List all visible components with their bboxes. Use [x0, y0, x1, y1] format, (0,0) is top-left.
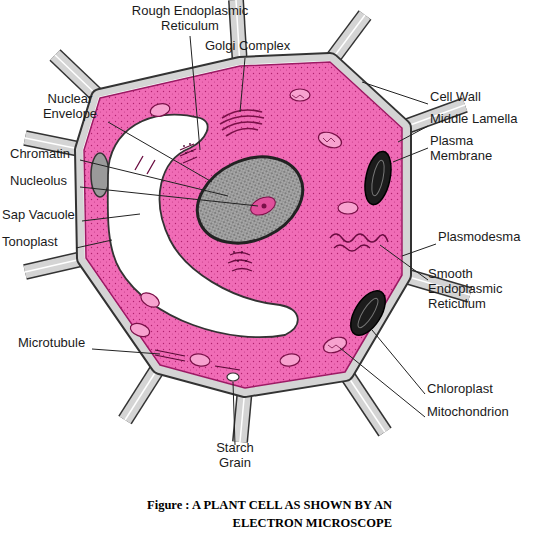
- part-label: Microtubule: [18, 335, 98, 350]
- part-label: Chromatin: [10, 146, 90, 161]
- part-label: Nucleolus: [10, 173, 90, 188]
- part-label: Plasmodesma: [438, 229, 538, 244]
- part-label: Cell Wall: [430, 89, 530, 104]
- part-label: Tonoplast: [2, 234, 92, 249]
- part-label: Mitochondrion: [427, 404, 537, 419]
- part-label: Chloroplast: [427, 381, 527, 396]
- part-label: Middle Lamella: [430, 111, 540, 126]
- part-label: Golgi Complex: [205, 38, 305, 53]
- part-label: Plasma Membrane: [430, 133, 510, 163]
- part-label: Smooth Endoplasmic Reticulum: [428, 266, 518, 311]
- part-label: Rough Endoplasmic Reticulum: [130, 3, 250, 33]
- figure-caption: Figure : A PLANT CELL AS SHOWN BY AN ELE…: [100, 496, 392, 532]
- part-label: Starch Grain: [200, 440, 270, 470]
- part-label: Sap Vacuole: [2, 207, 92, 222]
- part-label: Nuclear Envelope: [30, 91, 110, 121]
